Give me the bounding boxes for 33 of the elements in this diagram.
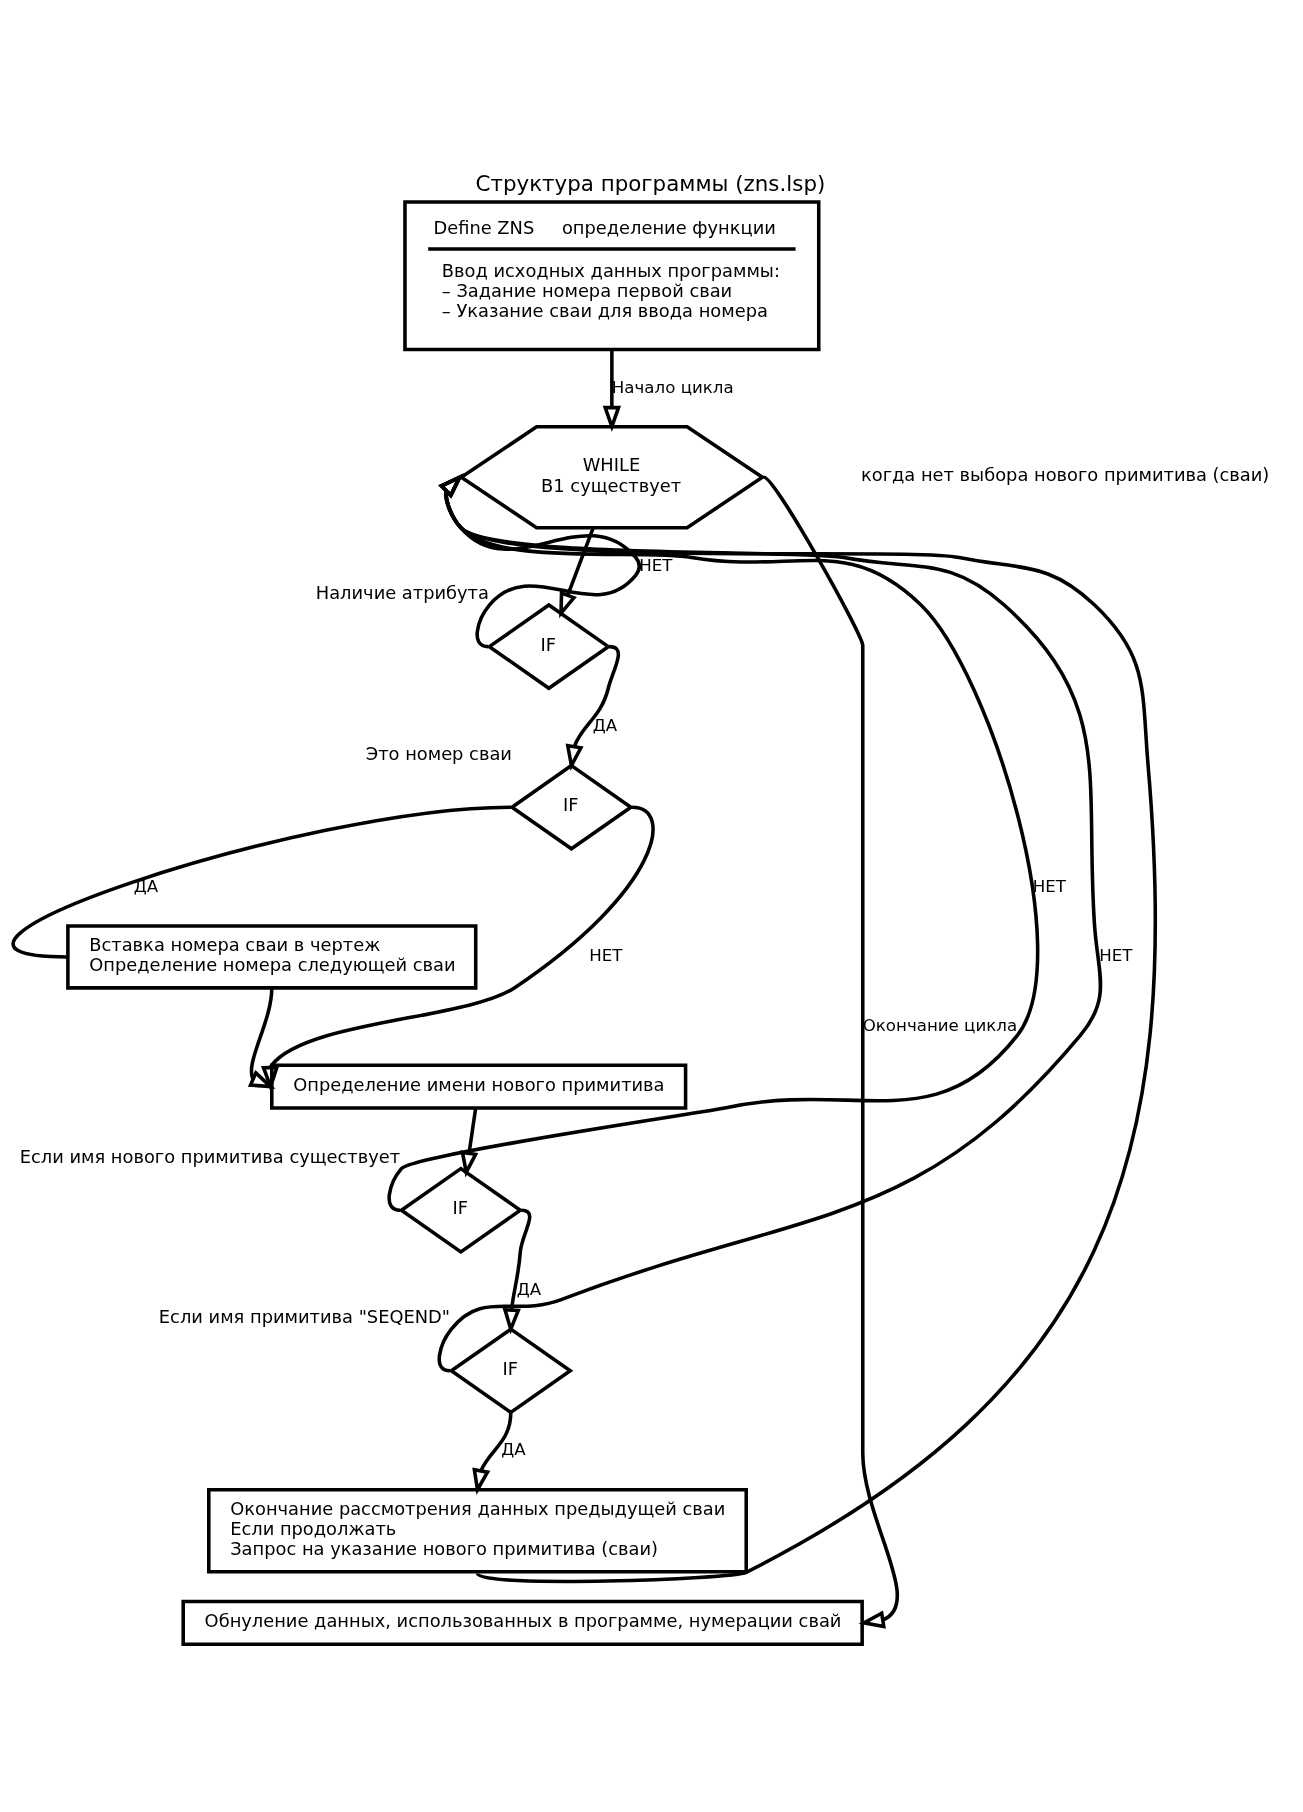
label: когда нет выбора нового примитива (сваи) bbox=[860, 463, 1270, 485]
node-label: Наличие атрибута bbox=[315, 581, 489, 603]
arrow bbox=[762, 475, 899, 1629]
arrow bbox=[438, 472, 641, 648]
node-diamond: IF bbox=[448, 1326, 574, 1415]
connector bbox=[12, 804, 511, 959]
arrow bbox=[247, 987, 276, 1089]
node-diamond: IF bbox=[398, 1165, 524, 1254]
node-label: Если имя примитива "SEQEND" bbox=[158, 1305, 450, 1327]
node-box: Определение имени нового примитива bbox=[270, 1062, 688, 1110]
node-label: Если имя нового примитива существует bbox=[19, 1145, 401, 1167]
node-box: Обнуление данных, использованных в программе, нумерации свай bbox=[181, 1599, 864, 1646]
node-label: Это номер сваи bbox=[365, 742, 512, 764]
edge-label: ДА bbox=[592, 715, 618, 735]
arrow bbox=[460, 1107, 479, 1177]
diagram-title: Структура программы (zns.lsp) bbox=[475, 170, 826, 196]
node-box: Вставка номера сваи в чертеж Определение номера следующей сваи bbox=[66, 923, 478, 990]
node-box: Окончание рассмотрения данных предыдущей сваи Если продолжать Запрос на указание нового примитива (сваи) bbox=[207, 1487, 748, 1573]
arrow bbox=[602, 349, 622, 432]
node-box: Define ZNS определение функции Ввод исходных данных программы: – Задание номера первой сваи – Указание сваи для ввода номера bbox=[403, 199, 821, 351]
arrow bbox=[559, 526, 595, 618]
edge-label: Окончание цикла bbox=[862, 1015, 1018, 1035]
node-diamond: IF bbox=[508, 762, 634, 851]
arrow bbox=[472, 1411, 513, 1495]
edge-label: ДА bbox=[501, 1439, 526, 1459]
edge-label: НЕТ bbox=[639, 555, 673, 575]
arrow bbox=[502, 1207, 532, 1335]
edge-label: НЕТ bbox=[1099, 945, 1133, 965]
arrow bbox=[565, 644, 621, 771]
edge-label: НЕТ bbox=[1032, 876, 1066, 896]
edge-label: НЕТ bbox=[589, 945, 623, 965]
edge-label: ДА bbox=[516, 1279, 542, 1299]
node-diamond: IF bbox=[486, 602, 612, 690]
